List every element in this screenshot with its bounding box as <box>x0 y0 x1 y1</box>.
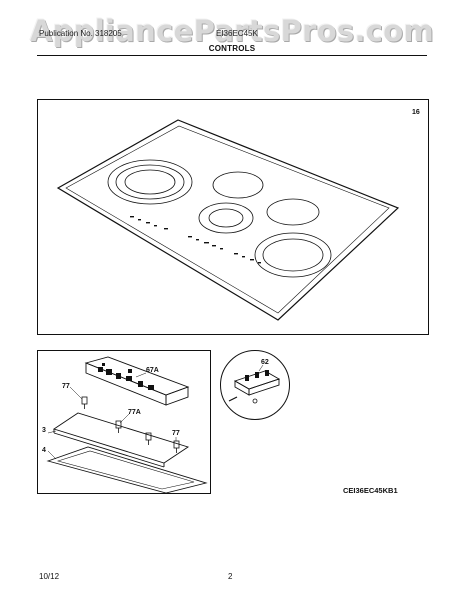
callout-62: 62 <box>261 359 269 366</box>
board-components <box>98 363 154 390</box>
burner-front-center-inner <box>208 208 244 228</box>
callout-16: 16 <box>412 109 420 116</box>
callout-3: 3 <box>42 427 46 434</box>
burner-front-center-outer <box>198 202 254 234</box>
control-box-panel: 67A 77 77A 77 3 4 <box>37 350 211 494</box>
callout-4: 4 <box>42 447 46 454</box>
bracket-plate <box>52 412 190 464</box>
callout-77-left: 77 <box>62 383 70 390</box>
section-title: CONTROLS <box>208 44 256 53</box>
callout-67a: 67A <box>146 367 159 374</box>
callout-77-right: 77 <box>172 430 180 437</box>
screws <box>81 396 180 453</box>
box-tray <box>46 446 208 493</box>
page-number: 2 <box>228 572 233 581</box>
burner-right-front-inner <box>262 238 324 272</box>
cooktop-glass-outer <box>56 119 400 321</box>
diagram-code: CEI36EC45KB1 <box>343 486 398 495</box>
model-number: EI36EC45K <box>216 29 258 38</box>
callout-77a: 77A <box>128 409 141 416</box>
burner-right-rear <box>266 198 320 226</box>
footer-date: 10/12 <box>39 572 60 581</box>
publication-number: Publication No. 318205 <box>39 29 122 38</box>
cooktop-drawing <box>56 119 400 321</box>
burner-right-front-outer <box>254 232 332 278</box>
cooktop-glass-inner <box>65 125 390 314</box>
burner-large-left-outer <box>107 159 193 205</box>
control-box-drawing <box>46 356 208 493</box>
touch-control-marks <box>130 216 261 264</box>
burner-large-left-mid <box>115 164 185 200</box>
inset-drawing <box>228 364 281 404</box>
control-board <box>84 356 190 396</box>
burner-rear-center <box>212 171 264 199</box>
cooktop-panel: 16 <box>37 99 429 335</box>
inset-screw <box>228 396 238 402</box>
watermark: AppliancePartsPros.com <box>29 14 435 48</box>
inset-circle: 62 <box>220 350 290 420</box>
burner-large-left-inner <box>124 169 176 195</box>
header-rule <box>37 55 427 56</box>
